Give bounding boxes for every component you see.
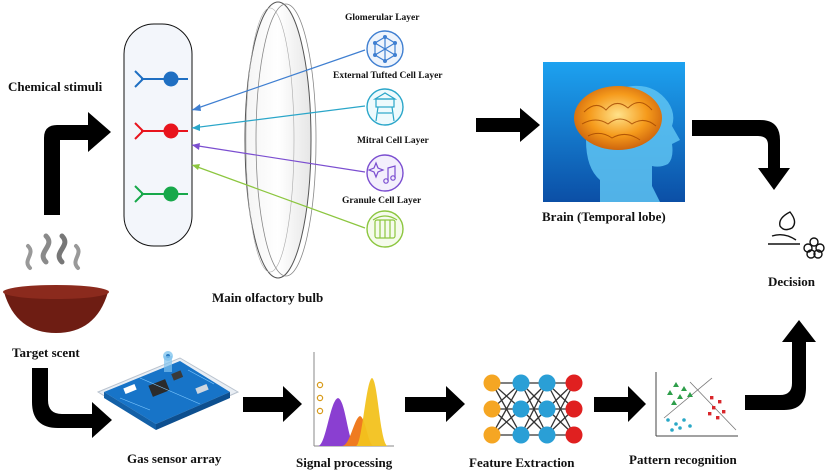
brain-image <box>543 62 685 202</box>
receptor-red <box>134 122 188 140</box>
external-tufted-layer-label: External Tufted Cell Layer <box>333 71 443 81</box>
arrow-sensor-to-signal <box>243 386 302 422</box>
nn-node <box>483 426 501 444</box>
receptor-panel <box>123 23 193 247</box>
chemical-stimuli-label: Chemical stimuli <box>8 79 103 94</box>
nn-node <box>512 400 530 418</box>
nn-node <box>538 374 556 392</box>
arrow-bulb-to-brain <box>476 108 540 142</box>
arrow-scent-to-stimuli <box>44 112 111 215</box>
arrow-brain-to-decision <box>692 120 790 190</box>
nn-node <box>538 426 556 444</box>
decision-label: Decision <box>768 274 815 289</box>
sparkle-music-icon <box>366 154 404 192</box>
nn-node <box>538 400 556 418</box>
receptor-blue <box>134 70 188 88</box>
nn-connection <box>546 382 575 436</box>
arrow-signal-to-feature <box>405 386 465 422</box>
pattern-recognition-label: Pattern recognition <box>629 452 737 467</box>
nn-node <box>483 374 501 392</box>
nn-node <box>483 400 501 418</box>
granule-cell-layer-label: Granule Cell Layer <box>342 196 422 206</box>
gas-sensor-array-label: Gas sensor array <box>127 451 222 466</box>
signal-processing-label: Signal processing <box>296 455 393 470</box>
pattern-recognition-icon <box>650 370 742 440</box>
nn-connection <box>491 382 522 436</box>
feature-extraction-label: Feature Extraction <box>469 455 575 470</box>
nn-node <box>512 426 530 444</box>
circuit-board-icon <box>96 351 240 430</box>
network-icon <box>366 30 404 68</box>
signal-processing-icon <box>313 352 394 447</box>
steaming-bowl-icon <box>3 233 109 333</box>
glomerular-layer-label: Glomerular Layer <box>345 13 420 23</box>
brain-label: Brain (Temporal lobe) <box>542 209 666 224</box>
nn-node <box>565 426 583 444</box>
water-tower-icon <box>366 88 404 126</box>
layer-connections <box>191 49 366 229</box>
main-olfactory-bulb-label: Main olfactory bulb <box>212 290 324 305</box>
mitral-cell-layer-label: Mitral Cell Layer <box>357 136 429 146</box>
neural-network-icon <box>483 374 583 444</box>
nn-node <box>565 400 583 418</box>
arrow-scent-to-sensor <box>32 368 112 438</box>
granule-cell-icon <box>366 210 404 248</box>
arrow-pattern-to-decision <box>745 320 816 410</box>
nn-connection <box>520 382 548 436</box>
target-scent-label: Target scent <box>12 345 80 360</box>
olfactory-bulb-lens <box>244 1 317 279</box>
nn-node <box>565 374 583 392</box>
nn-node <box>512 374 530 392</box>
lotus-decision-icon <box>768 211 825 259</box>
arrow-feature-to-pattern <box>594 386 646 422</box>
receptor-green <box>134 185 188 203</box>
